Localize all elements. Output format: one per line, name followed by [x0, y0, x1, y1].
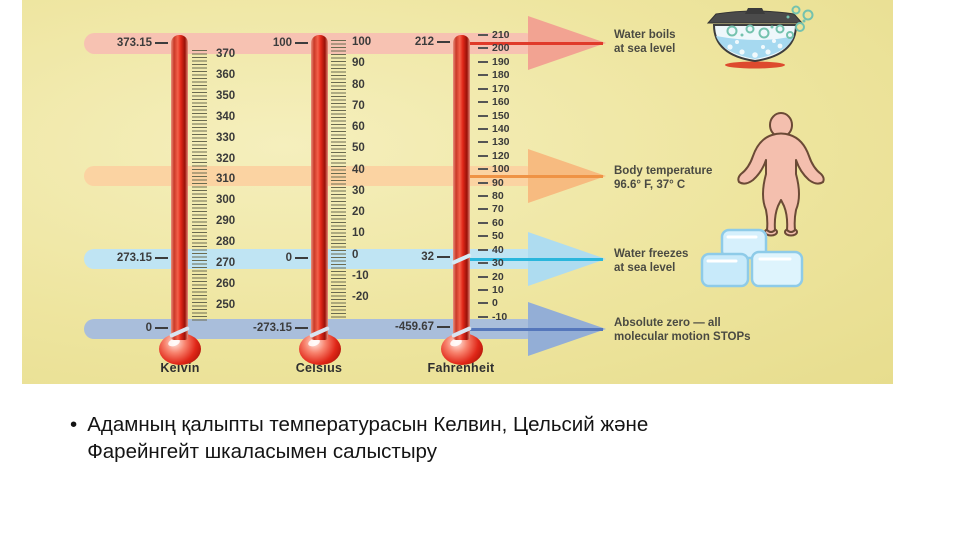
tick-label: -10: [352, 269, 369, 282]
celsius-thermometer-tube: [311, 35, 328, 340]
tick-label: 70: [352, 99, 365, 112]
slide-caption: • Адамның қалыпты температурасын Келвин,…: [70, 411, 710, 465]
tick-label: 270: [216, 257, 236, 270]
body-annotation-line2: 96.6° F, 37° C: [614, 178, 686, 191]
tick-label: 280: [216, 236, 236, 249]
absolute-zero-annotation: Absolute zero — all molecular motion STO…: [614, 317, 751, 344]
caption-line1: Адамның қалыпты температурасын Келвин, Ц…: [87, 413, 649, 436]
tick-label: 0: [352, 248, 359, 261]
tick-label: 200: [478, 43, 526, 54]
kelvin-scale-name: Kelvin: [160, 361, 200, 375]
tick-label: 80: [352, 78, 365, 91]
body-annotation-line1: Body temperature: [614, 165, 713, 177]
tick-label: 30: [478, 258, 526, 269]
tick-label: 320: [216, 152, 236, 165]
tick-label: 40: [478, 245, 526, 256]
fahrenheit-boiling-value: 212: [382, 36, 450, 48]
fahrenheit-scale-name: Fahrenheit: [427, 361, 495, 375]
tick-label: 360: [216, 68, 236, 81]
fahrenheit-freezing-value: 32: [382, 251, 450, 263]
tick-label: 70: [478, 204, 526, 215]
tick-label: 50: [352, 142, 365, 155]
freezing-annotation: Water freezes at sea level: [614, 248, 688, 275]
tick-label: 60: [352, 121, 365, 133]
tick-label: 40: [352, 163, 365, 176]
tick-label: -20: [352, 291, 369, 303]
celsius-boiling-value: 100: [240, 37, 308, 49]
tick-label: 330: [216, 131, 236, 144]
tick-label: 140: [478, 124, 526, 135]
boiling-annotation-line2: at sea level: [614, 42, 676, 55]
ice-cubes-icon: [700, 228, 804, 288]
tick-label: 300: [216, 194, 236, 207]
tick-label: 0: [478, 298, 526, 309]
boiling-level-line: [455, 42, 603, 45]
tick-label: 260: [216, 277, 236, 290]
tick-label: 150: [478, 110, 526, 121]
freezing-annotation-line2: at sea level: [614, 261, 676, 274]
human-figure-icon: [737, 112, 825, 237]
tick-label: 350: [216, 89, 236, 102]
celsius-scale-name: Celsius: [295, 361, 343, 375]
boiling-annotation-line1: Water boils: [614, 29, 676, 41]
celsius-ruler-ticks: [331, 40, 346, 320]
tick-label: 290: [216, 215, 236, 228]
tick-label: 100: [478, 164, 526, 175]
tick-label: 180: [478, 70, 526, 81]
fahrenheit-zero-value: -459.67: [372, 321, 450, 333]
tick-label: 20: [352, 206, 365, 218]
tick-label: 190: [478, 57, 526, 68]
tick-label: 170: [478, 83, 526, 94]
tick-label: 210: [478, 30, 526, 41]
boiling-annotation: Water boils at sea level: [614, 29, 676, 56]
kelvin-thermometer-tube: [171, 35, 188, 340]
absolute-zero-annotation-line1: Absolute zero — all: [614, 317, 721, 329]
body-temperature-annotation: Body temperature 96.6° F, 37° C: [614, 165, 712, 192]
tick-label: 80: [478, 191, 526, 202]
bullet-marker: •: [70, 413, 78, 436]
tick-label: 340: [216, 110, 236, 123]
tick-label: 310: [216, 173, 236, 186]
tick-label: 10: [352, 227, 365, 240]
tick-label: -10: [478, 312, 526, 323]
tick-label: 100: [352, 36, 372, 48]
kelvin-ruler-ticks: [192, 50, 207, 322]
fahrenheit-thermometer-tube: [453, 35, 470, 340]
caption-text: Адамның қалыпты температурасын Келвин, Ц…: [87, 411, 648, 465]
freezing-annotation-line1: Water freezes: [614, 248, 689, 260]
tick-label: 160: [478, 97, 526, 108]
tick-label: 90: [478, 177, 526, 188]
tick-label: 30: [352, 184, 365, 197]
tick-label: 250: [216, 298, 236, 311]
freezing-level-line: [455, 258, 603, 261]
caption-line2: Фарейнгейт шкаласымен салыстыру: [87, 440, 437, 463]
body-temperature-level-line: [455, 175, 603, 178]
tick-label: 90: [352, 57, 365, 70]
tick-label: 20: [478, 271, 526, 282]
tick-label: 50: [478, 231, 526, 242]
absolute-zero-level-line: [455, 328, 603, 331]
tick-label: 10: [478, 285, 526, 296]
celsius-zero-value: -273.15: [230, 322, 308, 334]
celsius-freezing-value: 0: [240, 252, 308, 264]
tick-label: 370: [216, 48, 236, 60]
tick-label: 60: [478, 218, 526, 229]
kelvin-freezing-value: 273.15: [88, 252, 168, 264]
kelvin-zero-value: 0: [88, 322, 168, 334]
tick-label: 120: [478, 151, 526, 162]
kelvin-boiling-value: 373.15: [88, 37, 168, 49]
absolute-zero-annotation-line2: molecular motion STOPs: [614, 330, 751, 343]
tick-label: 130: [478, 137, 526, 148]
boiling-pot-icon: [706, 5, 814, 69]
kelvin-tick-labels: 370 360 350 340 330 320 310 300 290 280 270 260 250: [216, 48, 250, 311]
